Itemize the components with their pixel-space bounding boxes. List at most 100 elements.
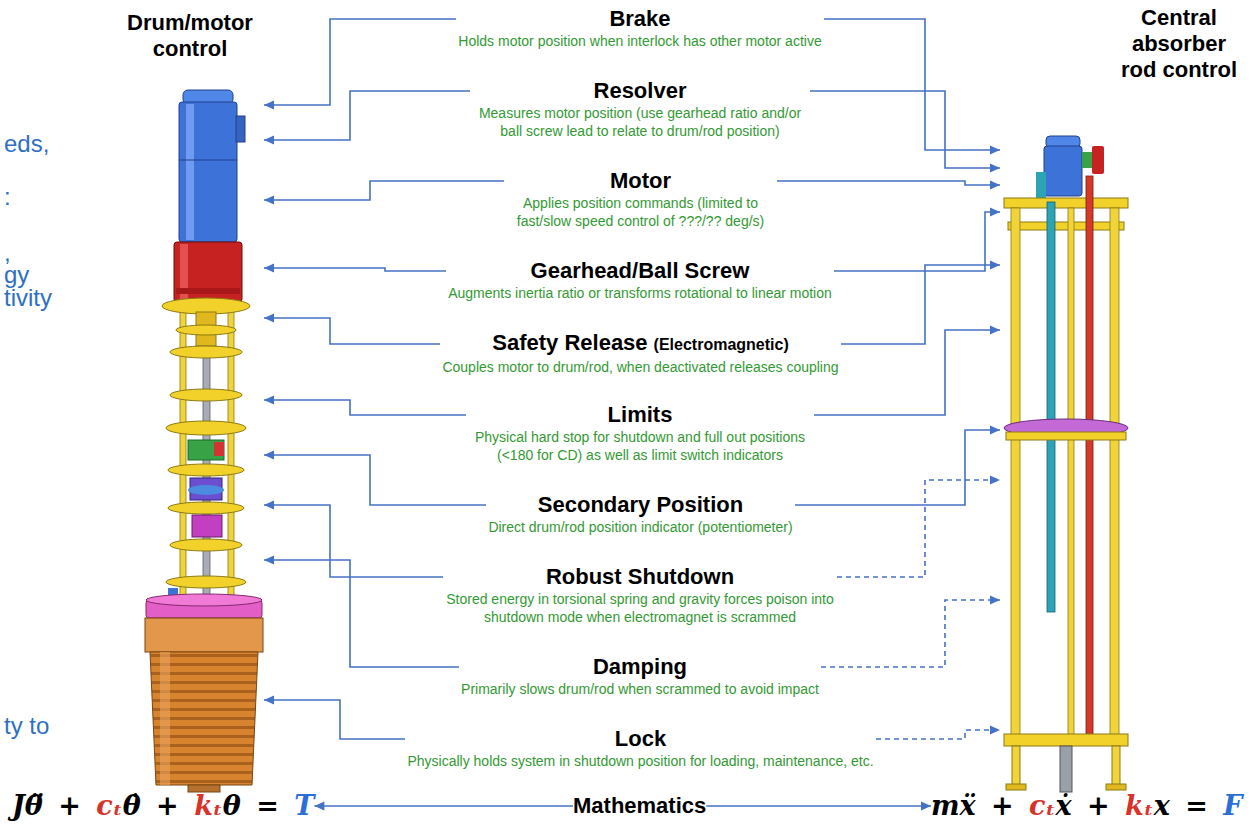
arrowhead <box>990 726 1000 735</box>
heading-row: Safety Release(Electromagnetic) <box>440 330 841 358</box>
leader-path <box>876 730 1000 739</box>
cropped-text: eds, <box>4 131 49 157</box>
arrowhead <box>264 314 274 323</box>
cropped-text: : <box>4 184 11 210</box>
equation-term: k <box>194 790 213 821</box>
equation-term: ₜ <box>1144 790 1154 821</box>
component-name: Damping <box>593 654 687 679</box>
component-callout: BrakeHolds motor position when interlock… <box>456 6 824 50</box>
figure-ellipse <box>170 346 242 358</box>
component-callout: MotorApplies position commands (limited … <box>504 168 777 230</box>
component-name: Secondary Position <box>538 492 743 517</box>
leader-path <box>824 19 1000 150</box>
figure-rect <box>1011 208 1020 736</box>
component-callout: Secondary PositionDirect drum/rod positi… <box>486 492 795 536</box>
arrowhead <box>990 326 1000 335</box>
arrowhead <box>264 264 274 273</box>
leader-line <box>264 314 440 345</box>
absorber-rod-figure <box>1004 136 1128 792</box>
heading-row: Lock <box>405 726 876 752</box>
heading-row: Robust Shutdown <box>443 564 837 590</box>
figure-ellipse <box>176 325 236 335</box>
leader-path <box>814 330 1000 415</box>
heading-row: Damping <box>459 654 821 680</box>
heading-row: Limits <box>466 402 814 428</box>
leader-line <box>834 208 1000 272</box>
equation-term: c <box>1029 790 1045 821</box>
leader-line <box>841 261 1000 345</box>
leader-path <box>264 91 470 140</box>
component-description: Holds motor position when interlock has … <box>456 32 824 50</box>
leader-line <box>264 556 459 668</box>
component-description: Measures motor position (use gearhead ra… <box>470 104 810 140</box>
leader-path <box>795 430 1000 505</box>
arrowhead <box>264 501 274 510</box>
leader-path <box>264 455 486 505</box>
heading-row: Brake <box>456 6 824 32</box>
leader-path <box>834 212 1000 271</box>
math-heading: Mathematics <box>573 793 706 819</box>
figure-path <box>150 652 258 785</box>
assembly-figure: Central absorber rod control <box>1000 130 1130 795</box>
heading-row: Resolver <box>470 78 810 104</box>
component-description: Physical hard stop for shutdown and full… <box>466 428 814 464</box>
arrowhead <box>264 451 274 460</box>
figure-rect <box>1060 746 1072 792</box>
leader-path <box>264 700 405 739</box>
figure-title: Drum/motor control <box>120 10 260 62</box>
figure-rect <box>188 440 224 460</box>
leader-line <box>264 451 486 506</box>
arrowhead <box>990 426 1000 435</box>
heading-row: Secondary Position <box>486 492 795 518</box>
leader-path <box>706 805 931 807</box>
cropped-text: tivity <box>4 285 52 311</box>
arrowhead <box>921 802 931 811</box>
component-name: Lock <box>615 726 666 751</box>
figure-rect <box>1008 222 1124 230</box>
figure-rect <box>1004 734 1128 746</box>
equation-term: c <box>96 790 112 821</box>
figure-rect <box>179 102 237 242</box>
figure-ellipse <box>146 594 262 606</box>
leader-path <box>264 505 443 577</box>
figure-rect <box>176 288 240 294</box>
leader-line <box>706 802 931 811</box>
component-description: Applies position commands (limited to fa… <box>504 194 777 230</box>
figure-rect <box>192 515 222 537</box>
arrowhead <box>990 596 1000 605</box>
equation-text: Jθ̈ + cₜθ̇ + kₜθ = T <box>12 790 314 821</box>
leader-path <box>777 181 1000 185</box>
figure-rect <box>1092 146 1104 174</box>
arrowhead <box>264 136 274 145</box>
cropped-text: ty to <box>4 713 49 739</box>
heading-row: Motor <box>504 168 777 194</box>
component-qualifier: (Electromagnetic) <box>654 336 789 353</box>
leader-line <box>264 501 443 578</box>
leader-path <box>821 600 1000 667</box>
arrowhead <box>264 556 274 565</box>
leader-path <box>264 268 446 271</box>
component-name: Brake <box>609 6 670 31</box>
drum-drive-figure <box>145 90 263 792</box>
heading-row: Mathematics <box>573 793 706 819</box>
component-name: Gearhead/Ball Screw <box>531 258 750 283</box>
component-callout: Gearhead/Ball ScrewAugments inertia rati… <box>446 258 834 302</box>
figure-rect <box>1047 202 1055 612</box>
figure-rect <box>1112 746 1120 786</box>
leader-line <box>777 181 1000 190</box>
component-description: Augments inertia ratio or transforms rot… <box>446 284 834 302</box>
figure-ellipse <box>170 539 242 551</box>
equation-term: k <box>1125 790 1144 821</box>
equation-term: ₜ <box>113 790 123 821</box>
leader-line <box>824 19 1000 155</box>
figure-rect <box>1086 176 1093 736</box>
section-name: Mathematics <box>573 793 706 818</box>
equation-term: T <box>294 790 314 821</box>
equation-term: ₜ <box>213 790 223 821</box>
figure-ellipse <box>188 485 224 495</box>
figure-rect <box>214 442 224 456</box>
leader-path <box>837 480 1000 577</box>
figure-ellipse <box>168 464 244 476</box>
arrowhead <box>314 802 324 811</box>
